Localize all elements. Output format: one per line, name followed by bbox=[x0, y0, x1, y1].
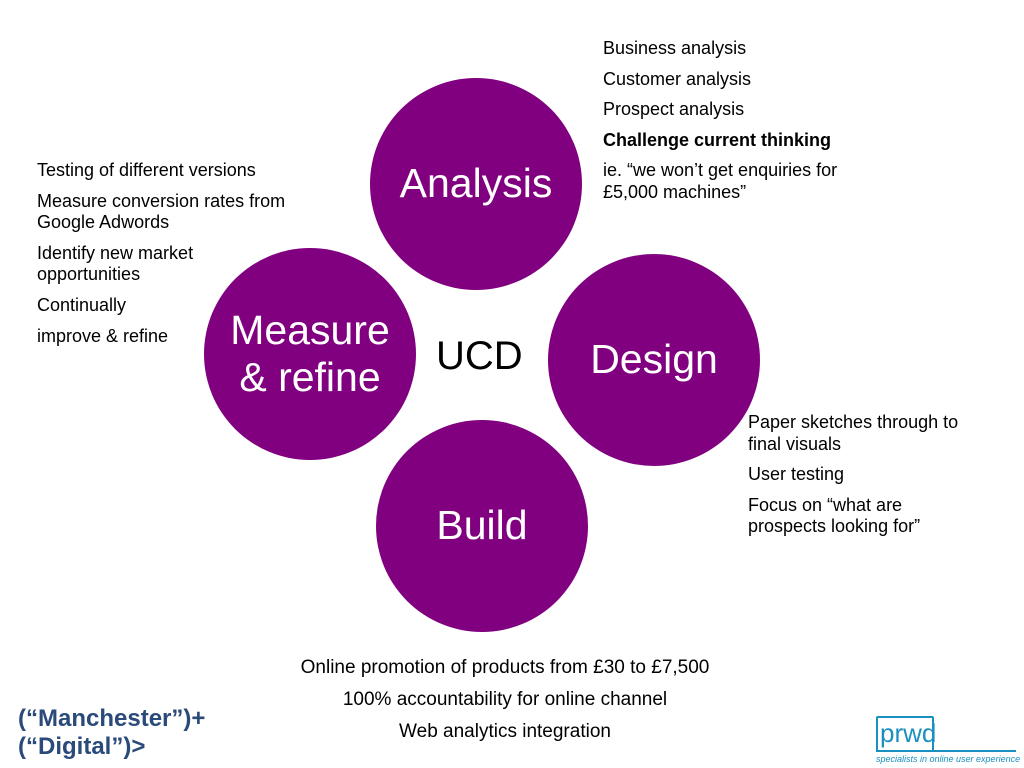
measure-note-1: Testing of different versions bbox=[37, 160, 256, 180]
build-label: Build bbox=[436, 502, 528, 549]
measure-label-line2: & refine bbox=[239, 354, 381, 400]
ucd-center-label: UCD bbox=[436, 334, 523, 378]
measure-note-3: Identify new market opportunities bbox=[37, 243, 285, 286]
analysis-circle: Analysis bbox=[370, 78, 582, 290]
manchester-digital-logo: (“Manchester”)+ (“Digital”)> bbox=[18, 705, 205, 761]
manchester-logo-line1: (“Manchester”)+ bbox=[18, 705, 206, 732]
analysis-label: Analysis bbox=[399, 160, 553, 207]
prwd-logo-rule bbox=[876, 750, 1016, 752]
analysis-note-1: Business analysis bbox=[603, 38, 747, 58]
design-note-1: Paper sketches through to final visuals bbox=[748, 412, 958, 455]
manchester-logo-line2: (“Digital”)> bbox=[18, 733, 146, 760]
analysis-notes: Business analysis Customer analysis Pros… bbox=[603, 38, 837, 204]
measure-note-3a: Identify new market bbox=[37, 242, 194, 263]
measure-notes: Testing of different versions Measure co… bbox=[37, 160, 285, 356]
analysis-note-4: Challenge current thinking bbox=[603, 129, 832, 150]
measure-refine-label: Measure & refine bbox=[230, 307, 390, 401]
build-note-1: Online promotion of products from £30 to… bbox=[300, 657, 710, 678]
measure-note-4: Continually bbox=[37, 294, 127, 315]
design-note-3a: Focus on “what are bbox=[748, 494, 903, 515]
design-note-3: Focus on “what are prospects looking for… bbox=[748, 495, 958, 538]
design-note-2: User testing bbox=[748, 464, 845, 485]
design-circle: Design bbox=[548, 254, 760, 466]
prwd-logo-word: prwd bbox=[880, 718, 937, 748]
build-notes: Online promotion of products from £30 to… bbox=[260, 652, 750, 748]
design-notes: Paper sketches through to final visuals … bbox=[748, 412, 958, 547]
measure-refine-circle: Measure & refine bbox=[204, 248, 416, 460]
measure-note-3b: opportunities bbox=[37, 264, 141, 285]
design-note-3b: prospects looking for” bbox=[748, 516, 921, 537]
prwd-logo-tagline: specialists in online user experience bbox=[876, 754, 1021, 764]
measure-label-line1: Measure bbox=[230, 306, 390, 353]
analysis-note-2: Customer analysis bbox=[603, 68, 752, 89]
analysis-note-5a: ie. “we won’t get enquiries for bbox=[603, 160, 838, 181]
measure-note-2b: Google Adwords bbox=[37, 212, 170, 233]
measure-note-2a: Measure conversion rates from bbox=[37, 190, 286, 211]
analysis-note-3: Prospect analysis bbox=[603, 99, 745, 120]
analysis-note-5b: £5,000 machines” bbox=[603, 181, 747, 202]
build-note-2: 100% accountability for online channel bbox=[342, 689, 668, 710]
design-label: Design bbox=[590, 336, 718, 383]
design-note-1b: final visuals bbox=[748, 433, 842, 454]
prwd-logo: prwd specialists in online user experien… bbox=[872, 716, 1022, 768]
measure-note-2: Measure conversion rates from Google Adw… bbox=[37, 191, 285, 234]
build-note-3: Web analytics integration bbox=[399, 721, 611, 742]
measure-note-5: improve & refine bbox=[37, 325, 169, 346]
design-note-1a: Paper sketches through to bbox=[748, 412, 959, 432]
build-circle: Build bbox=[376, 420, 588, 632]
analysis-note-5: ie. “we won’t get enquiries for £5,000 m… bbox=[603, 160, 837, 203]
